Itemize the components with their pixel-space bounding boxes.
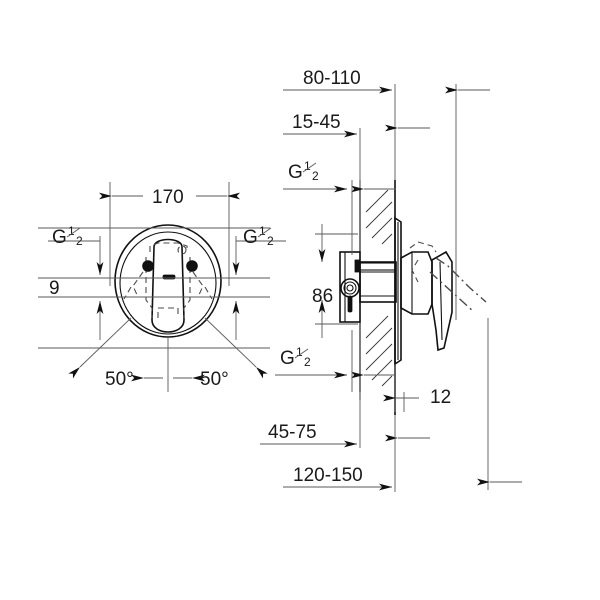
front-view: 170 9 G 1 2 G 1 2: [38, 182, 286, 392]
body-hidden-boss: [177, 245, 187, 255]
thread-fraction-bar-side-bottom: [294, 348, 309, 359]
valve-body-core: [359, 261, 397, 303]
fixing-screw-left: [142, 260, 154, 272]
dim-label-170: 170: [152, 187, 184, 208]
dim-label-120-150: 120-150: [293, 465, 363, 486]
dim-label-12: 12: [430, 387, 451, 408]
wall-hatching-lower: [365, 315, 393, 387]
dim-label-angle-right: 50°: [200, 369, 229, 390]
lever-handle-side: [431, 250, 453, 352]
dim-label-angle-left: 50°: [105, 369, 134, 390]
angle-leader-left: [68, 317, 132, 379]
spindle-collar: [354, 259, 361, 273]
thread-denominator-side-top: 2: [312, 169, 319, 183]
side-section-view: 80-110 15-45 G 1 2 86 G 1 2: [260, 68, 522, 492]
thread-letter-front-left: G: [52, 227, 67, 248]
body-hidden-bottom: [157, 307, 179, 318]
dim-label-15-45: 15-45: [292, 112, 341, 133]
thread-numerator-side-top: 1: [304, 159, 311, 173]
cover-hidden-top: [409, 241, 437, 253]
stop-valve-stem: [347, 295, 353, 313]
escutcheon-inner-ring: [119, 231, 217, 335]
thread-denominator-front-left: 2: [76, 234, 83, 248]
thread-numerator-front-right: 1: [259, 224, 266, 238]
thread-letter-side-top: G: [288, 162, 303, 183]
thread-label-front-right: G 1 2: [243, 224, 274, 248]
thread-letter-side-bottom: G: [280, 348, 295, 369]
inner-contour-left: [132, 271, 144, 298]
lever-handle-front: [151, 238, 185, 333]
dim-label-9: 9: [49, 278, 60, 299]
body-hidden-top: [149, 242, 188, 252]
stop-valve-core: [346, 284, 354, 292]
stop-valve-mid: [343, 281, 357, 295]
dim-label-80-110: 80-110: [303, 68, 361, 89]
thread-denominator-front-right: 2: [267, 234, 274, 248]
thread-label-side-top: G 1 2: [288, 159, 319, 183]
body-hidden-right: [183, 257, 191, 318]
thread-numerator-side-bottom: 1: [296, 345, 303, 359]
thread-fraction-bar-front-left: [66, 227, 81, 238]
inner-contour-right: [192, 271, 204, 298]
fixing-screw-right: [186, 260, 198, 272]
thread-denominator-side-bottom: 2: [304, 355, 311, 369]
escutcheon-plate-side: [394, 216, 402, 366]
thread-fraction-bar-side-top: [302, 162, 317, 173]
lever-handle-phantom-upper: [435, 257, 487, 303]
lever-handle-phantom-lower: [429, 271, 475, 313]
dim-label-45-75: 45-75: [268, 422, 317, 443]
thread-numerator-front-left: 1: [68, 224, 75, 238]
wall-hatching-upper: [365, 189, 393, 245]
thread-label-side-bottom: G 1 2: [280, 345, 311, 369]
thread-letter-front-right: G: [243, 227, 258, 248]
cover-hidden-contour: [411, 259, 419, 283]
body-hidden-left: [145, 257, 153, 318]
thread-label-front-left: G 1 2: [52, 224, 83, 248]
stop-valve-assembly: [340, 278, 360, 313]
lever-handle-side-edge: [439, 261, 443, 341]
dim-label-86: 86: [312, 286, 333, 307]
angle-leader-right: [204, 317, 268, 379]
thread-fraction-bar-front-right: [257, 227, 272, 238]
